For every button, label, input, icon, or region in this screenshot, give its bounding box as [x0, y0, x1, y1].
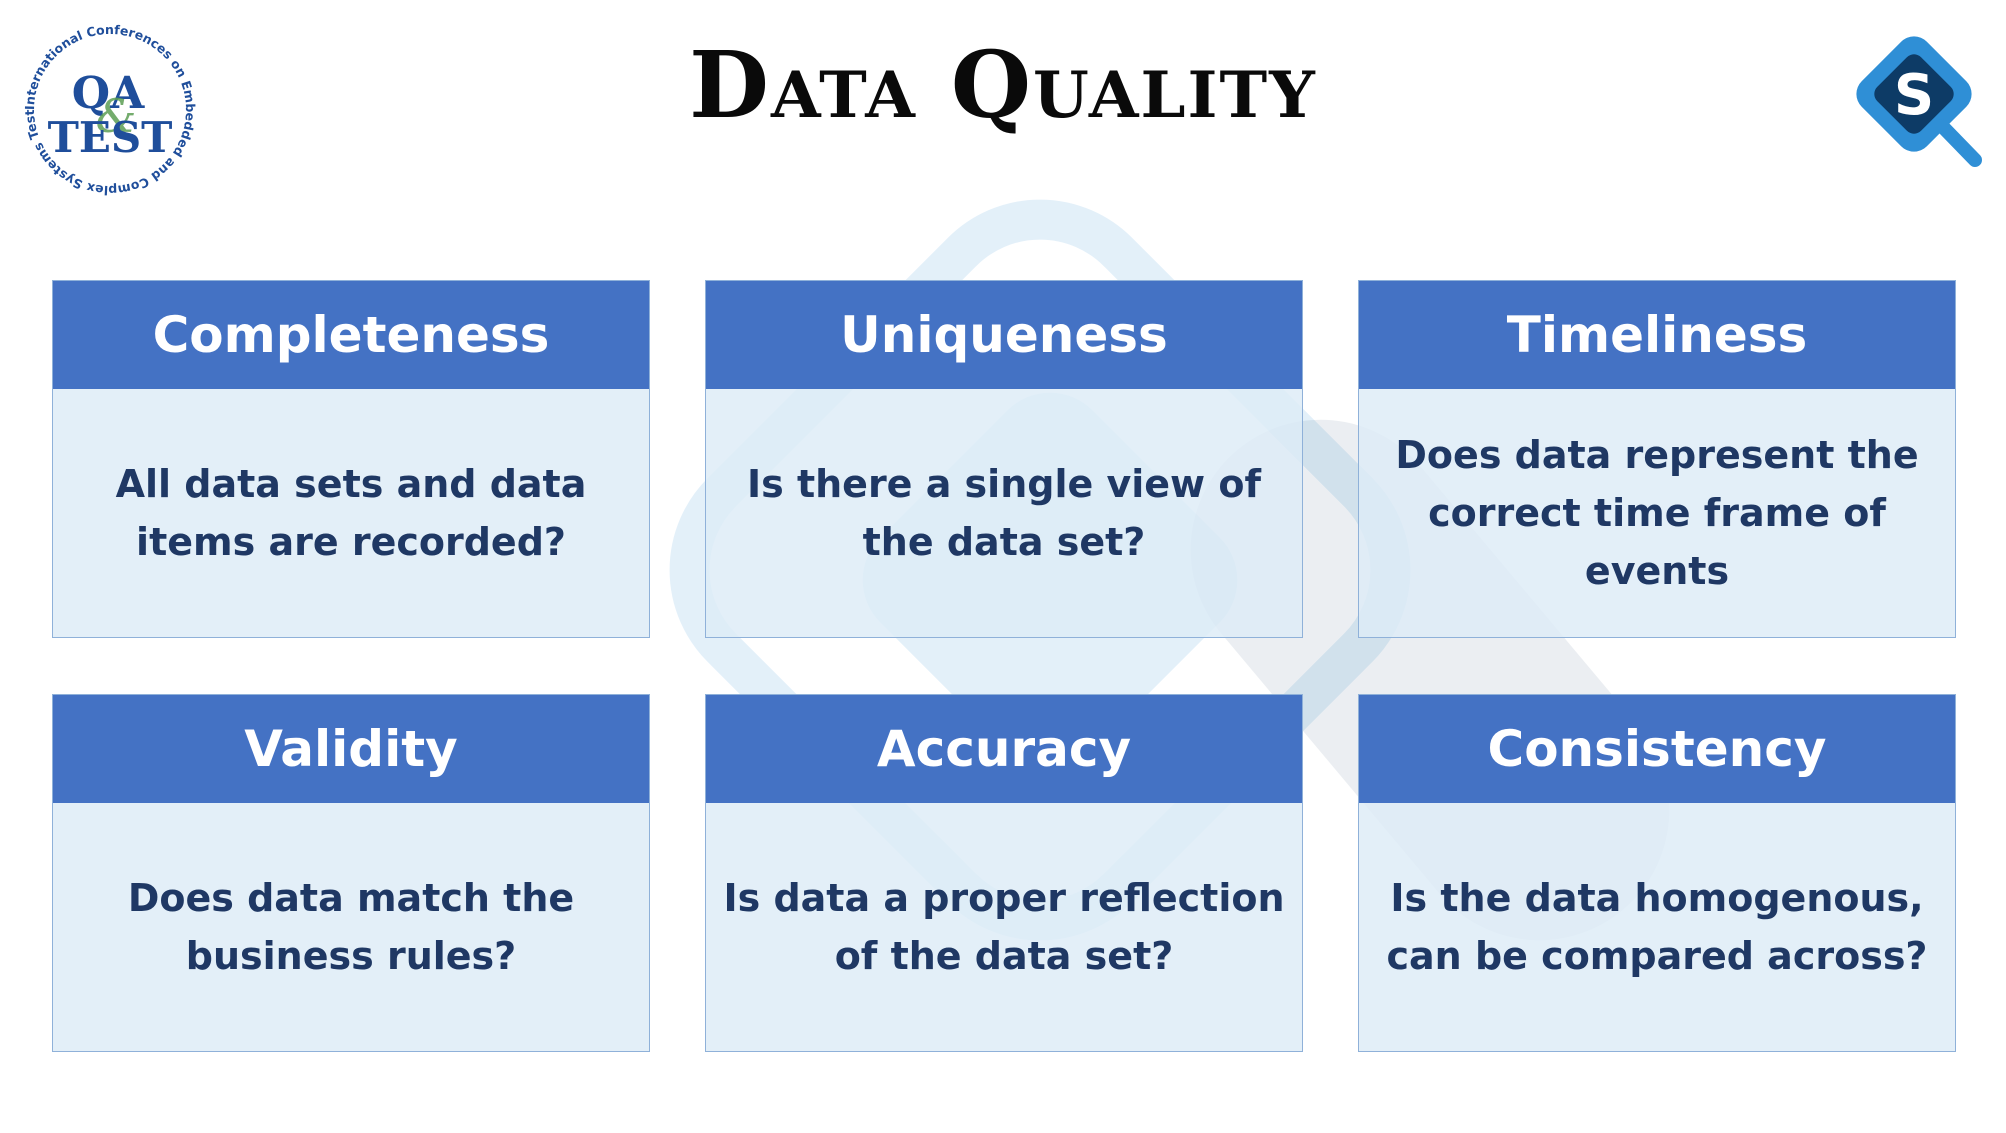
logo-qa-text: QA: [72, 68, 145, 119]
card-completeness: Completeness All data sets and data item…: [52, 280, 650, 638]
logo-test-text: TEST: [48, 113, 173, 162]
card-heading: Accuracy: [706, 695, 1302, 803]
card-consistency: Consistency Is the data homogenous, can …: [1358, 694, 1956, 1052]
card-description: All data sets and data items are recorde…: [115, 462, 587, 564]
logo-ampersand: &: [96, 89, 137, 143]
card-timeliness: Timeliness Does data represent the corre…: [1358, 280, 1956, 638]
card-description: Is the data homogenous, can be compared …: [1386, 876, 1928, 978]
card-description: Does data represent the correct time fra…: [1395, 433, 1919, 593]
page-title: Data Quality: [689, 31, 1317, 139]
card-heading: Uniqueness: [706, 281, 1302, 389]
card-accuracy: Accuracy Is data a proper reflection of …: [705, 694, 1303, 1052]
card-heading: Completeness: [53, 281, 649, 389]
card-heading: Validity: [53, 695, 649, 803]
card-description: Is there a single view of the data set?: [746, 462, 1262, 564]
card-heading: Consistency: [1359, 695, 1955, 803]
card-validity: Validity Does data match the business ru…: [52, 694, 650, 1052]
card-heading: Timeliness: [1359, 281, 1955, 389]
qa-test-logo: International Conferences on Embedded an…: [20, 20, 198, 198]
company-logo: S: [1856, 36, 1982, 167]
card-description: Is data a proper reflection of the data …: [723, 876, 1285, 978]
logo-letter: S: [1894, 63, 1934, 128]
card-description: Does data match the business rules?: [127, 876, 575, 978]
card-uniqueness: Uniqueness Is there a single view of the…: [705, 280, 1303, 638]
